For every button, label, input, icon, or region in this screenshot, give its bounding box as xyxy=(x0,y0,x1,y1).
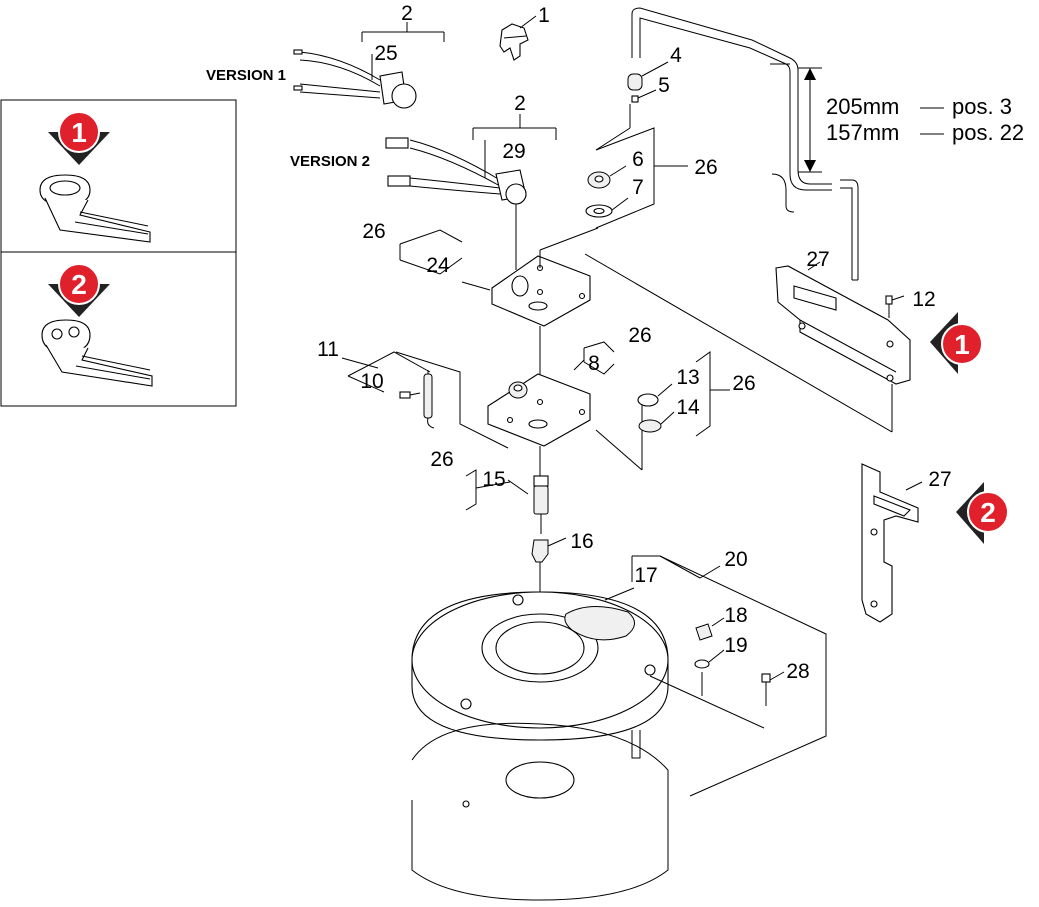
badge-number: 2 xyxy=(71,269,87,300)
callout-11: 11 xyxy=(317,338,339,361)
part-24-plate xyxy=(491,227,599,388)
bracket-20 xyxy=(631,555,827,797)
callout-4: 4 xyxy=(670,44,682,67)
dimension-position-2: pos. 22 xyxy=(952,120,1024,145)
callout-25: 25 xyxy=(374,42,397,65)
dimension-arrow xyxy=(798,67,944,173)
badge-number: 1 xyxy=(954,329,970,360)
part-8-plate xyxy=(487,373,591,482)
callout-1: 1 xyxy=(538,4,550,27)
callout-26-lower: 26 xyxy=(430,448,453,471)
part-base-housing xyxy=(411,722,669,901)
callout-26-upper-right: 26 xyxy=(694,156,717,179)
part-19-washer xyxy=(694,649,725,669)
bracket-26-right xyxy=(695,351,730,437)
part-5-ring xyxy=(631,89,657,103)
right-badge-1-icon: 1 xyxy=(930,312,983,374)
callout-26-upper-left: 26 xyxy=(362,220,385,243)
dimension-length-1: 205mm xyxy=(826,94,899,119)
part-17-burner-cover xyxy=(411,591,669,741)
badge-number: 1 xyxy=(71,117,87,148)
version-inset-panel: 1 2 xyxy=(0,99,237,407)
version-1-label: VERSION 1 xyxy=(206,67,286,84)
bracket-26-left-upper xyxy=(399,229,491,291)
bracket-26-mid xyxy=(573,341,615,375)
part-12-screw xyxy=(885,295,905,318)
callout-24: 24 xyxy=(426,254,450,277)
grommet-version-2 xyxy=(41,319,153,387)
part-13-clip-ring xyxy=(637,383,673,407)
dimension-position-1: pos. 3 xyxy=(952,94,1012,119)
callout-10: 10 xyxy=(360,370,383,393)
callout-18: 18 xyxy=(724,604,747,627)
part-11-thermocouple xyxy=(423,370,435,429)
right-badge-2-icon: 2 xyxy=(956,482,1009,544)
capillary-tube xyxy=(631,7,859,281)
callout-6: 6 xyxy=(632,148,644,171)
part-18-nut xyxy=(695,617,725,641)
callout-19: 19 xyxy=(724,634,747,657)
callout-17: 17 xyxy=(634,564,657,587)
callout-29: 29 xyxy=(502,140,525,163)
part-27-bracket-version-2 xyxy=(861,463,923,623)
callout-16: 16 xyxy=(570,530,593,553)
part-29-harness-version-2 xyxy=(385,114,557,270)
callout-15: 15 xyxy=(482,468,505,491)
callout-2-top: 2 xyxy=(401,2,413,25)
callout-27-version-2: 27 xyxy=(928,468,951,491)
callout-26-right: 26 xyxy=(732,372,755,395)
callout-8: 8 xyxy=(588,352,600,375)
badge-number: 2 xyxy=(980,497,996,528)
part-15-injector xyxy=(533,475,549,534)
part-28-bolt xyxy=(761,671,785,706)
part-25-harness-version-1 xyxy=(293,22,445,109)
callout-12: 12 xyxy=(912,288,935,311)
dimension-length-2: 157mm xyxy=(826,120,899,145)
callout-5: 5 xyxy=(658,74,670,97)
bracket-26-lower xyxy=(465,469,529,511)
grommet-version-1 xyxy=(39,174,151,243)
part-1-clip xyxy=(499,15,537,61)
callout-2-mid: 2 xyxy=(514,92,526,115)
callout-7: 7 xyxy=(632,176,644,199)
callout-28: 28 xyxy=(786,660,809,683)
part-10-screw xyxy=(399,391,421,399)
version-2-badge-icon: 2 xyxy=(48,263,110,317)
part-4-sleeve xyxy=(627,61,669,91)
callout-20: 20 xyxy=(724,548,747,571)
version-1-badge-icon: 1 xyxy=(48,111,110,165)
part-7-washer xyxy=(585,197,629,218)
bracket-26-upper xyxy=(595,104,688,229)
callout-27-version-1: 27 xyxy=(806,248,829,271)
callout-13: 13 xyxy=(676,366,699,389)
callout-26-mid: 26 xyxy=(628,324,651,347)
callout-14: 14 xyxy=(676,396,700,419)
bracket-11 xyxy=(341,351,643,471)
version-2-label: VERSION 2 xyxy=(290,153,370,170)
part-6-nut xyxy=(587,165,627,189)
part-14-washer xyxy=(638,411,675,433)
part-27-bracket-version-1 xyxy=(775,261,911,385)
